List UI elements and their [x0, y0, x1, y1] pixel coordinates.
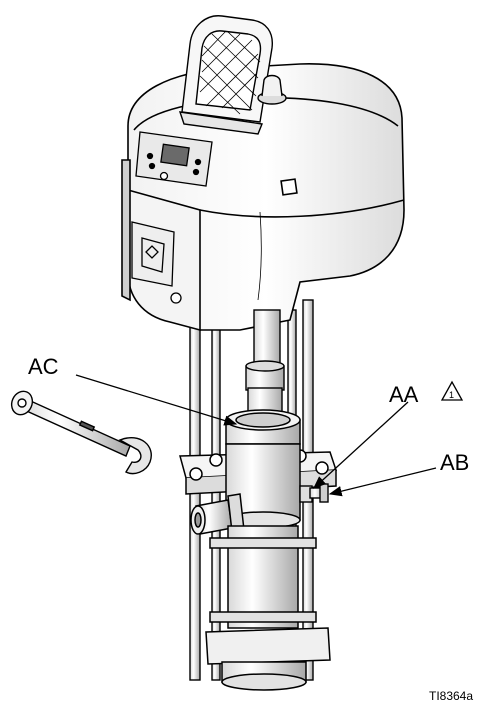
foot-valve	[205, 627, 331, 691]
callout-aa-label: AA	[389, 382, 419, 407]
leader-aa	[313, 401, 409, 489]
leader-lines	[75, 374, 437, 497]
logo-panel	[131, 221, 182, 304]
fluid-outlet	[190, 493, 245, 535]
spanner-wrench	[10, 390, 152, 475]
wet-cup	[225, 409, 301, 445]
leader-ac	[75, 374, 238, 426]
flip-lid	[178, 15, 273, 135]
warning-triangle-icon	[440, 380, 464, 401]
top-cap	[257, 74, 287, 105]
callout-ab-label: AB	[440, 450, 469, 475]
warning-number: 1	[449, 390, 454, 400]
figure-id: TI8364a	[429, 689, 473, 703]
lower-cylinder	[209, 525, 317, 629]
callout-ac-label: AC	[28, 354, 59, 379]
motor-housing	[121, 63, 405, 332]
control-panel	[135, 131, 213, 187]
leader-ab	[328, 467, 437, 497]
